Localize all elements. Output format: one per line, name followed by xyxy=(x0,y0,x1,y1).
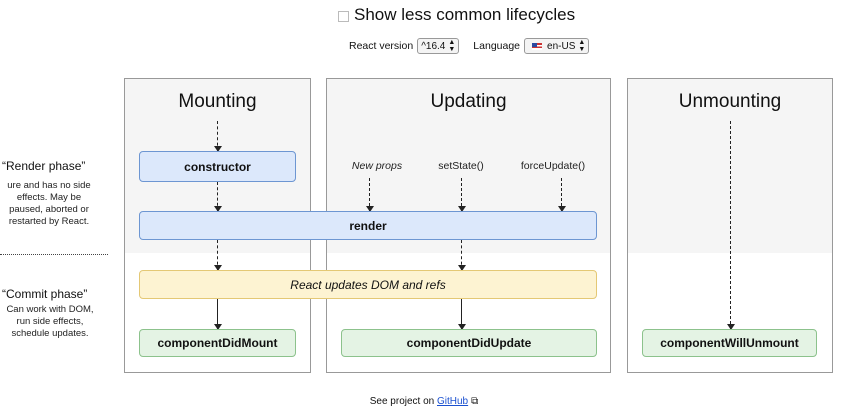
arrow-dom-to-didupdate xyxy=(457,299,466,330)
react-version-label: React version xyxy=(349,40,414,52)
commit-phase-desc-line: Can work with DOM, xyxy=(6,304,94,315)
constructor-box: constructor xyxy=(139,151,296,182)
force-update-trigger: forceUpdate() xyxy=(520,160,586,172)
commit-phase-description: Can work with DOM, run side effects, sch… xyxy=(0,304,106,340)
arrow-render-to-dom-update xyxy=(457,240,466,271)
phase-divider xyxy=(0,254,108,255)
new-props-trigger: New props xyxy=(351,160,403,172)
arrow-to-constructor xyxy=(213,121,222,152)
select-arrows-icon: ▲▼ xyxy=(448,39,456,53)
arrow-new-props-to-render xyxy=(365,178,374,212)
commit-phase-desc-line: schedule updates. xyxy=(11,328,89,339)
render-phase-description: ure and has no side effects. May be paus… xyxy=(0,180,104,228)
react-version-value: ^16.4 xyxy=(421,40,446,52)
updating-title: Updating xyxy=(430,91,507,112)
us-flag-icon xyxy=(532,42,543,50)
toggle-label: Show less common lifecycles xyxy=(354,5,576,24)
render-phase-desc-line: restarted by React. xyxy=(8,216,90,227)
render-phase-desc-line: paused, aborted or xyxy=(9,204,89,215)
select-arrows-icon: ▲▼ xyxy=(578,39,586,53)
component-did-mount-box: componentDidMount xyxy=(139,329,296,357)
external-link-icon: ⧉ xyxy=(471,396,479,407)
less-common-toggle[interactable]: Show less common lifecycles xyxy=(338,4,575,26)
react-version-select[interactable]: ^16.4 ▲▼ xyxy=(417,38,460,54)
render-phase-desc-line: ure and has no side xyxy=(7,180,91,191)
arrow-to-willunmount xyxy=(726,121,735,330)
render-box: render xyxy=(139,211,597,240)
commit-phase-desc-line: run side effects, xyxy=(16,316,84,327)
commit-phase-title: “Commit phase” xyxy=(2,287,88,301)
settings-row: React version ^16.4 ▲▼ Language en-US ▲▼ xyxy=(349,37,590,55)
dom-update-box: React updates DOM and refs xyxy=(139,270,597,299)
arrow-render-to-dom-mount xyxy=(213,240,222,271)
component-will-unmount-box: componentWillUnmount xyxy=(642,329,817,357)
set-state-trigger: setState() xyxy=(438,160,484,172)
footer: See project on GitHub⧉ xyxy=(0,396,848,407)
footer-prefix: See project on xyxy=(369,396,437,407)
component-did-update-box: componentDidUpdate xyxy=(341,329,597,357)
render-phase-desc-line: effects. May be xyxy=(16,192,82,203)
language-select[interactable]: en-US ▲▼ xyxy=(524,38,590,54)
arrow-setstate-to-render xyxy=(457,178,466,212)
language-label: Language xyxy=(473,40,521,52)
language-value: en-US xyxy=(547,40,576,52)
unmounting-title: Unmounting xyxy=(678,91,782,112)
arrow-dom-to-didmount xyxy=(213,299,222,330)
arrow-constructor-to-render xyxy=(213,182,222,212)
show-less-common-checkbox[interactable] xyxy=(338,10,349,22)
github-link[interactable]: GitHub xyxy=(437,396,469,407)
render-phase-title: “Render phase” xyxy=(2,159,86,173)
mounting-title: Mounting xyxy=(178,91,257,112)
arrow-forceupdate-to-render xyxy=(557,178,566,212)
